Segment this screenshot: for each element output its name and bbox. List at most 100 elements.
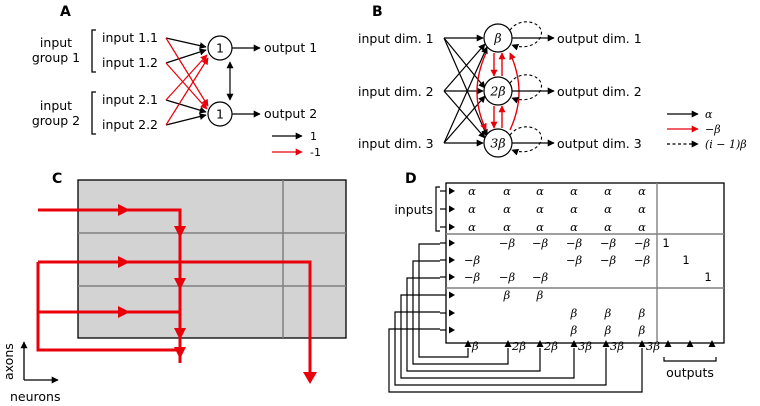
neuron-threshold-label: 3β xyxy=(646,339,660,353)
matrix-cell: α xyxy=(570,184,578,198)
inputs-label: inputs xyxy=(394,202,433,217)
group-brackets xyxy=(91,29,96,135)
row-markers xyxy=(440,187,455,334)
column-markers xyxy=(464,340,716,347)
matrix-cell: α xyxy=(503,220,511,234)
panel-label-c: C xyxy=(52,171,62,187)
row-marker xyxy=(449,223,455,231)
panel-label-a: A xyxy=(60,4,71,20)
output-dim-1-label: output dim. 1 xyxy=(557,31,642,46)
input-dim-3-label: input dim. 3 xyxy=(358,136,434,151)
group-1-label-line1: input xyxy=(40,35,72,50)
matrix-cell: α xyxy=(638,202,646,216)
matrix-cell: β xyxy=(536,288,544,302)
matrix-cell: β xyxy=(604,306,612,320)
column-marker xyxy=(602,340,610,347)
matrix-cell: β xyxy=(503,288,511,302)
matrix-cell: 1 xyxy=(682,253,689,267)
row-marker xyxy=(449,187,455,195)
matrix-cell: −β xyxy=(600,253,617,267)
column-marker xyxy=(504,340,512,347)
input-1-2-label: input 1.2 xyxy=(102,55,158,70)
neuron-a-1-threshold: 1 xyxy=(216,41,224,56)
column-marker xyxy=(536,340,544,347)
b-input-edges xyxy=(443,34,488,147)
column-marker xyxy=(664,340,672,347)
matrix-cell: α xyxy=(570,202,578,216)
matrix-cell: β xyxy=(638,323,646,337)
row-marker xyxy=(449,239,455,247)
legend-a-red-value: -1 xyxy=(310,146,321,159)
output-dim-3-label: output dim. 3 xyxy=(557,136,642,151)
matrix-cell: β xyxy=(604,323,612,337)
row-marker xyxy=(449,291,455,299)
neuron-threshold-label: 3β xyxy=(610,339,624,353)
feedback-wires xyxy=(388,243,643,393)
inputs-bracket xyxy=(435,186,440,232)
matrix-cell: α xyxy=(468,220,476,234)
output-2-label: output 2 xyxy=(264,106,317,121)
matrix-cell: α xyxy=(536,220,544,234)
matrix-cell: 1 xyxy=(662,236,669,250)
outputs-label: outputs xyxy=(666,365,714,380)
row-marker xyxy=(449,326,455,334)
neuron-threshold-label: β xyxy=(471,339,479,353)
matrix-cell: −β xyxy=(464,270,481,284)
b-self-loops xyxy=(509,21,543,156)
a-output-edges xyxy=(232,44,261,118)
legend-b-alpha-value: α xyxy=(705,108,713,121)
matrix-cell: −β xyxy=(566,253,583,267)
matrix-grid xyxy=(446,183,724,343)
matrix-cell: −β xyxy=(499,236,516,250)
matrix-cell: α xyxy=(570,220,578,234)
matrix-cell: α xyxy=(604,202,612,216)
output-1-label: output 1 xyxy=(264,40,317,55)
matrix-cell: −β xyxy=(532,270,549,284)
input-dim-1-label: input dim. 1 xyxy=(358,31,434,46)
matrix-cell: α xyxy=(536,202,544,216)
crossbar-grid xyxy=(78,180,346,338)
matrix-cell: β xyxy=(638,306,646,320)
matrix-cell: α xyxy=(638,184,646,198)
group-2-label-line2: group 2 xyxy=(32,113,80,128)
matrix-cell: −β xyxy=(566,236,583,250)
matrix-cell: −β xyxy=(634,236,651,250)
column-marker xyxy=(570,340,578,347)
row-marker xyxy=(449,273,455,281)
legend-a-black-value: 1 xyxy=(310,130,317,143)
input-dim-2-label: input dim. 2 xyxy=(358,84,434,99)
neuron-b-3-threshold: 3β xyxy=(490,136,505,151)
matrix-cell: −β xyxy=(464,253,481,267)
matrix-cell: −β xyxy=(499,270,516,284)
panel-label-d: D xyxy=(405,171,417,187)
matrix-cell: −β xyxy=(634,253,651,267)
panel-label-b: B xyxy=(372,4,383,20)
axon-arrowheads xyxy=(118,204,317,384)
neurons-axis-label: neurons xyxy=(10,389,60,404)
matrix-cell: −β xyxy=(532,236,549,250)
matrix-cell: α xyxy=(503,202,511,216)
output-dim-2-label: output dim. 2 xyxy=(557,84,642,99)
neuron-threshold-label: 2β xyxy=(543,339,558,353)
matrix-cell: α xyxy=(536,184,544,198)
matrix-cell: −β xyxy=(600,236,617,250)
weight-matrix xyxy=(445,182,725,344)
neuron-b-1-threshold: β xyxy=(493,31,501,46)
matrix-cell: β xyxy=(570,323,578,337)
matrix-cell: α xyxy=(503,184,511,198)
outputs-bracket xyxy=(663,357,717,362)
matrix-cell: α xyxy=(468,184,476,198)
neuron-a-2-threshold: 1 xyxy=(216,107,224,122)
b-inhibitory-edges xyxy=(476,52,520,131)
column-marker xyxy=(708,340,716,347)
panel-a: A input group 1 input group 2 input 1.1 … xyxy=(32,4,321,159)
matrix-cell: α xyxy=(468,202,476,216)
row-marker xyxy=(449,256,455,264)
matrix-cell: 1 xyxy=(704,270,711,284)
group-2-label-line1: input xyxy=(40,98,72,113)
panel-c: C axons neurons xyxy=(1,171,347,404)
